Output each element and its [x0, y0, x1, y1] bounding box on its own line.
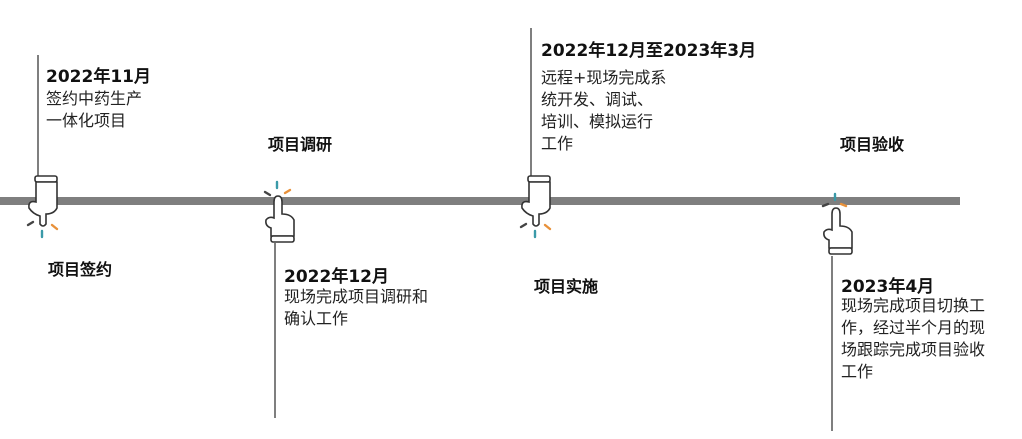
pointing-hand-up-icon [263, 180, 295, 243]
milestone-description: 现场完成项目切换工 作，经过半个月的现 场跟踪完成项目验收 工作 [841, 295, 985, 383]
description-line: 工作 [541, 134, 574, 153]
milestone-date: 2022年12月 [284, 267, 389, 287]
description-line: 签约中药生产 [46, 89, 143, 108]
connector-line-acceptance [831, 256, 833, 431]
connector-line-signing [37, 55, 39, 177]
description-line: 作，经过半个月的现 [841, 318, 986, 337]
connector-line-research [274, 243, 276, 418]
description-line: 一体化项目 [46, 111, 127, 130]
milestone-label: 项目验收 [840, 135, 905, 154]
description-line: 工作 [841, 362, 874, 381]
pointing-hand-up-icon [821, 192, 853, 255]
pointing-hand-down-icon [26, 175, 59, 239]
description-line: 远程+现场完成系 [541, 68, 667, 87]
milestone-description: 现场完成项目调研和 确认工作 [284, 286, 428, 330]
milestone-date: 2022年12月至2023年3月 [541, 41, 757, 61]
milestone-date: 2023年4月 [841, 277, 935, 297]
description-line: 现场完成项目切换工 [841, 296, 986, 315]
milestone-label: 项目实施 [534, 277, 599, 296]
pointing-hand-down-icon [519, 175, 552, 239]
description-line: 场跟踪完成项目验收 [841, 340, 986, 359]
timeline-axis [0, 197, 960, 205]
description-line: 培训、模拟运行 [541, 112, 654, 131]
milestone-description: 远程+现场完成系 统开发、调试、 培训、模拟运行 工作 [541, 67, 666, 155]
milestone-label: 项目签约 [48, 260, 113, 279]
milestone-description: 签约中药生产 一体化项目 [46, 88, 142, 132]
milestone-date: 2022年11月 [46, 67, 151, 87]
milestone-label: 项目调研 [268, 135, 333, 154]
description-line: 现场完成项目调研和 [284, 287, 429, 306]
description-line: 确认工作 [284, 309, 349, 328]
connector-line-implementation [530, 28, 532, 178]
description-line: 统开发、调试、 [541, 90, 654, 109]
